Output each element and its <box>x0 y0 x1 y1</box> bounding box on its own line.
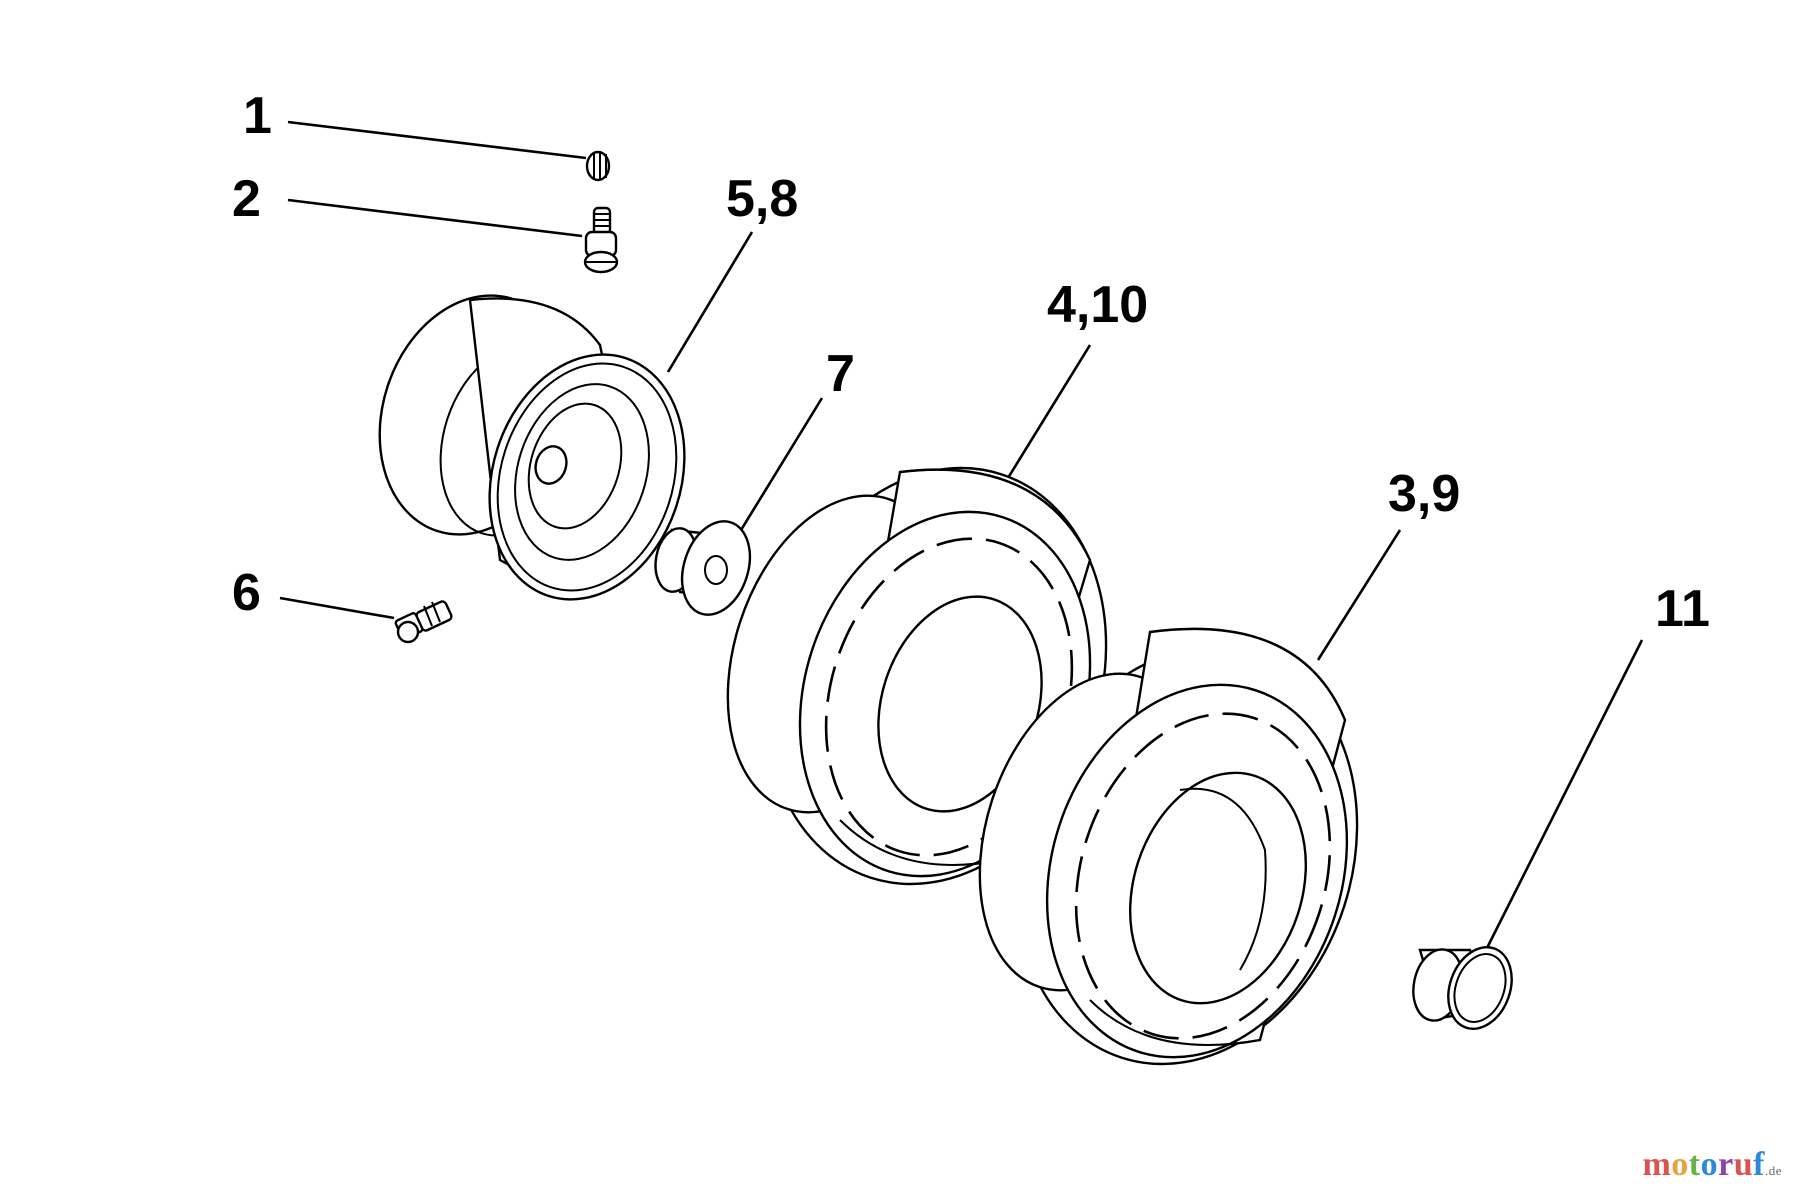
callout-1: 1 <box>243 87 272 145</box>
leader-lines <box>279 120 1644 951</box>
brand-watermark-suffix: .de <box>1764 1163 1782 1178</box>
bushing-part <box>654 520 752 616</box>
callout-7: 7 <box>826 345 855 403</box>
leader-7 <box>728 397 824 549</box>
brand-watermark-letters: motoruf <box>1642 1146 1765 1183</box>
grease-fitting-part <box>394 600 453 644</box>
brand-watermark-letter: r <box>1718 1146 1734 1183</box>
callout-6: 6 <box>232 564 261 622</box>
valve-stem-part <box>583 206 619 274</box>
leader-410 <box>1006 344 1092 479</box>
brand-watermark-letter: m <box>1642 1146 1672 1183</box>
callout-5-8: 5,8 <box>726 170 798 228</box>
callout-3-9: 3,9 <box>1388 465 1460 523</box>
callout-11: 11 <box>1655 580 1710 638</box>
leader-58 <box>666 231 754 373</box>
brand-watermark-letter: o <box>1671 1146 1689 1183</box>
wheel-rim-part <box>378 294 686 601</box>
leader-6 <box>279 596 395 620</box>
brand-watermark-letter: f <box>1753 1146 1765 1183</box>
brand-watermark-letter: o <box>1700 1146 1719 1183</box>
spacer-part <box>1412 946 1513 1030</box>
brand-watermark: motoruf.de <box>1642 1146 1782 1184</box>
callout-2: 2 <box>232 170 261 228</box>
tire-part-outer <box>978 627 1359 1066</box>
leader-39 <box>1316 529 1402 661</box>
leader-2 <box>287 198 583 238</box>
callout-4-10: 4,10 <box>1047 276 1148 334</box>
brand-watermark-letter: u <box>1733 1146 1754 1183</box>
leader-1 <box>287 120 587 160</box>
valve-cap-part <box>585 150 611 182</box>
leader-11 <box>1484 639 1644 951</box>
brand-watermark-letter: t <box>1688 1146 1701 1183</box>
